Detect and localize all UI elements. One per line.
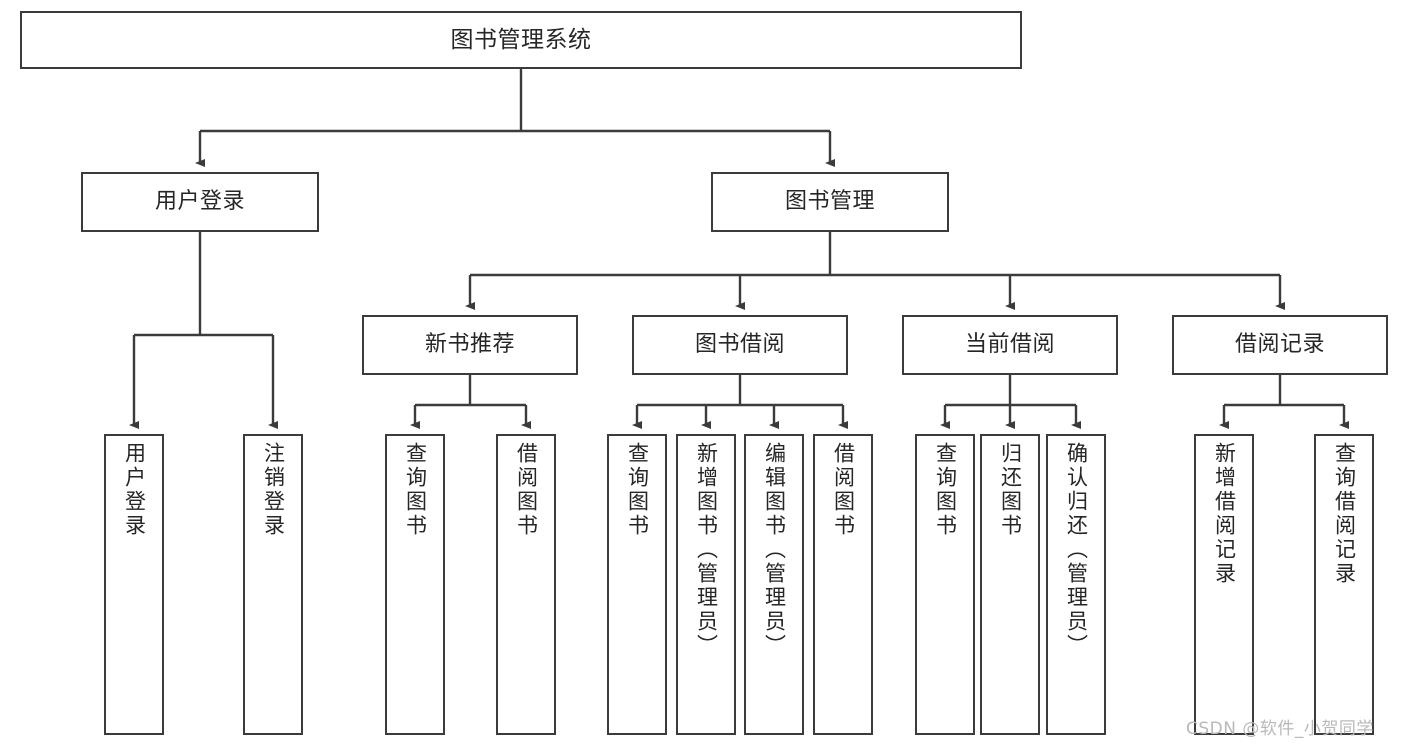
watermark: CSDN @软件_小贺同学	[1186, 719, 1374, 739]
node-label: 新增图书（管理员）	[694, 442, 719, 658]
node-label: 借阅图书	[831, 442, 856, 538]
leaf-current-query-book[interactable]: 查询图书	[915, 434, 975, 735]
node-label: 新增借阅记录	[1212, 442, 1237, 586]
leaf-current-return-book[interactable]: 归还图书	[980, 434, 1040, 735]
leaf-borrow-borrow-book[interactable]: 借阅图书	[813, 434, 873, 735]
leaf-borrow-add-book-admin[interactable]: 新增图书（管理员）	[676, 434, 736, 735]
node-label: 新书推荐	[424, 332, 515, 358]
node-label: 用户登录	[154, 189, 245, 215]
node-label: 图书借阅	[694, 332, 785, 358]
node-label: 查询图书	[625, 442, 650, 538]
node-label: 注销登录	[261, 442, 286, 538]
leaf-new-book-borrow[interactable]: 借阅图书	[496, 434, 556, 735]
node-label: 查询图书	[933, 442, 958, 538]
node-label: 图书管理系统	[450, 26, 592, 53]
node-user-login[interactable]: 用户登录	[81, 172, 319, 232]
leaf-borrow-edit-book-admin[interactable]: 编辑图书（管理员）	[744, 434, 804, 735]
node-borrow-record[interactable]: 借阅记录	[1172, 315, 1388, 375]
leaf-record-query-record[interactable]: 查询借阅记录	[1314, 434, 1374, 735]
leaf-user-login-logout[interactable]: 注销登录	[243, 434, 303, 735]
node-label: 图书管理	[784, 189, 875, 215]
node-new-book-recommend[interactable]: 新书推荐	[362, 315, 578, 375]
node-label: 查询图书	[403, 442, 428, 538]
node-label: 确认归还（管理员）	[1064, 442, 1089, 658]
node-label: 查询借阅记录	[1332, 442, 1357, 586]
leaf-current-confirm-return-admin[interactable]: 确认归还（管理员）	[1046, 434, 1106, 735]
node-label: 借阅记录	[1234, 332, 1325, 358]
node-label: 借阅图书	[514, 442, 539, 538]
node-root-system[interactable]: 图书管理系统	[20, 11, 1022, 69]
leaf-new-book-query[interactable]: 查询图书	[385, 434, 445, 735]
leaf-borrow-query-book[interactable]: 查询图书	[607, 434, 667, 735]
node-label: 编辑图书（管理员）	[762, 442, 787, 658]
node-label: 当前借阅	[964, 332, 1055, 358]
node-current-borrow[interactable]: 当前借阅	[902, 315, 1118, 375]
node-book-management[interactable]: 图书管理	[711, 172, 949, 232]
node-book-borrow[interactable]: 图书借阅	[632, 315, 848, 375]
leaf-record-add-record[interactable]: 新增借阅记录	[1194, 434, 1254, 735]
node-label: 用户登录	[122, 442, 147, 538]
leaf-user-login-login[interactable]: 用户登录	[104, 434, 164, 735]
node-label: 归还图书	[998, 442, 1023, 538]
